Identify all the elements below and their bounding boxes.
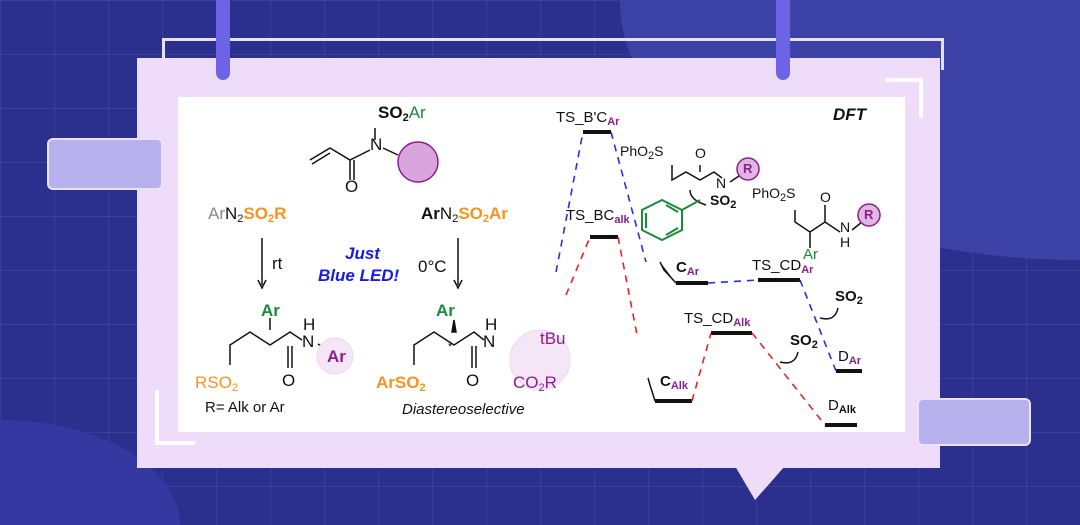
sulfonyl-label: SO2Ar <box>378 103 426 124</box>
nitrogen-label: N <box>370 135 383 154</box>
oxygen-label: O <box>820 189 831 205</box>
hanger-peg <box>216 0 230 80</box>
c-alk-label: CAlk <box>660 373 688 392</box>
nitrogen-label: N <box>716 175 727 191</box>
d-alk-label: DAlk <box>828 397 856 416</box>
r-group-label: R <box>743 161 753 176</box>
aryl-label: Ar <box>436 301 455 320</box>
dft-title: DFT <box>833 105 867 124</box>
ester-label: CO2R <box>513 373 557 394</box>
hydrogen-label: H <box>303 315 316 334</box>
hanger-peg <box>776 0 790 80</box>
r-group-label: R <box>864 207 874 222</box>
corner-bracket <box>885 78 923 118</box>
hydrogen-label: H <box>840 234 851 250</box>
oxygen-label: O <box>345 177 359 196</box>
frame-outline <box>162 38 944 70</box>
speech-tail <box>735 466 785 500</box>
reagent-arn2so2r: ArN2SO2R <box>208 204 287 225</box>
condition-rt: rt <box>272 254 283 273</box>
ts-bc-alk-label: TS_BCalk <box>566 207 630 226</box>
so2-release-label: SO2 <box>835 288 863 307</box>
speech-bubble-right <box>917 398 1031 446</box>
c-ar-label: CAr <box>676 259 700 278</box>
ts-cd-alk-label: TS_CDAlk <box>684 310 751 329</box>
so2-label: SO2 <box>710 192 737 211</box>
oxygen-label: O <box>466 371 480 390</box>
nitrogen-label: N <box>840 219 851 235</box>
corner-bracket <box>155 390 195 445</box>
so2-release-label: SO2 <box>790 332 818 351</box>
aryl-label: Ar <box>803 246 818 263</box>
pho2s-label: PhO2S <box>752 185 796 204</box>
diastereoselective-note: Diastereoselective <box>402 401 525 418</box>
blue-led-label: Blue LED! <box>318 266 400 285</box>
arso2-label: ArSO2 <box>376 373 426 394</box>
ts-cd-ar-label: TS_CDAr <box>752 257 814 276</box>
ts-bc-ar-label: TS_B'CAr <box>556 109 620 128</box>
hydrogen-label: H <box>485 315 498 334</box>
aryl-label: Ar <box>261 301 280 320</box>
condition-0c: 0°C <box>418 257 447 276</box>
aryl-amide-label: Ar <box>327 347 346 366</box>
oxygen-label: O <box>282 371 296 390</box>
r-note: R= Alk or Ar <box>205 399 285 416</box>
d-ar-label: DAr <box>838 348 862 367</box>
reagent-arn2so2ar: ArN2SO2Ar <box>421 204 508 225</box>
tbu-label: tBu <box>540 329 566 348</box>
nitrogen-label: N <box>483 332 496 351</box>
pho2s-label: PhO2S <box>620 143 664 162</box>
rso2-label: RSO2 <box>195 373 238 394</box>
stereocenter-mark: * <box>448 341 453 353</box>
speech-bubble-left <box>47 138 163 190</box>
just-label: Just <box>345 244 380 263</box>
oxygen-label: O <box>695 145 706 161</box>
nitrogen-label: N <box>302 332 315 351</box>
